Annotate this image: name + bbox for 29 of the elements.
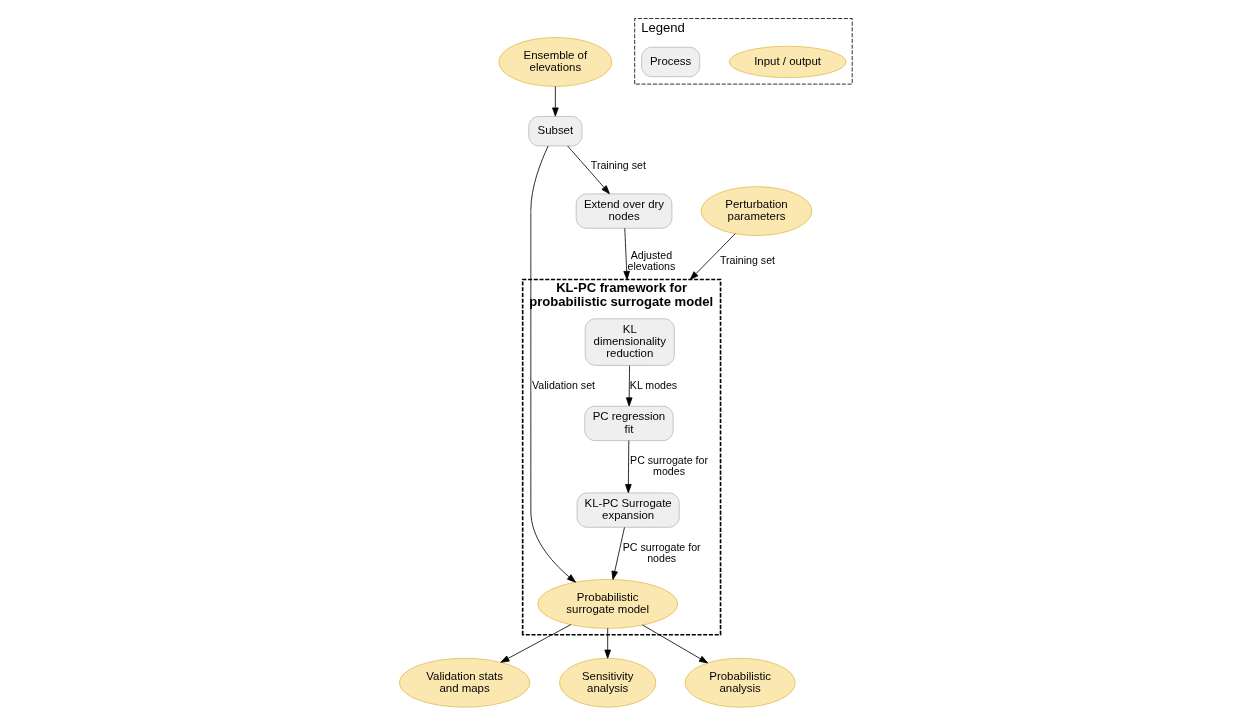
node-ellipse: Perturbation parameters [700, 186, 812, 236]
arrow [499, 624, 571, 663]
arrow [689, 233, 736, 280]
arrow [622, 227, 630, 280]
arrow [611, 527, 625, 580]
node-box: Subset [527, 116, 582, 147]
edge-label: Validation set [531, 378, 595, 391]
edge-label: Training set [719, 254, 775, 267]
node-box: KL-PC Surrogate expansion [576, 492, 680, 528]
node-box: Process [640, 46, 700, 78]
arrow [625, 365, 632, 407]
edge-label: PC surrogate for modes [629, 453, 708, 478]
node-box: Extend over dry nodes [575, 193, 672, 229]
node-ellipse: Sensitivity analysis [558, 657, 656, 708]
arrow [603, 627, 611, 659]
node-ellipse: Ensemble of elevations [497, 37, 612, 87]
arrow [551, 86, 559, 117]
edge-label: PC surrogate for nodes [622, 540, 701, 564]
arrow [641, 624, 708, 664]
node-ellipse: Input / output [728, 45, 846, 79]
edge-label: Training set [590, 159, 646, 172]
arrow [624, 440, 632, 494]
edge-label: KL modes [629, 378, 677, 391]
edge-label: Adjusted elevations [627, 248, 675, 273]
node-box: KL dimensionality reduction [584, 318, 675, 366]
node-box: PC regression fit [583, 405, 673, 442]
arrow [566, 145, 610, 195]
arrow [529, 145, 576, 583]
node-ellipse: Probabilistic surrogate model [536, 579, 678, 629]
